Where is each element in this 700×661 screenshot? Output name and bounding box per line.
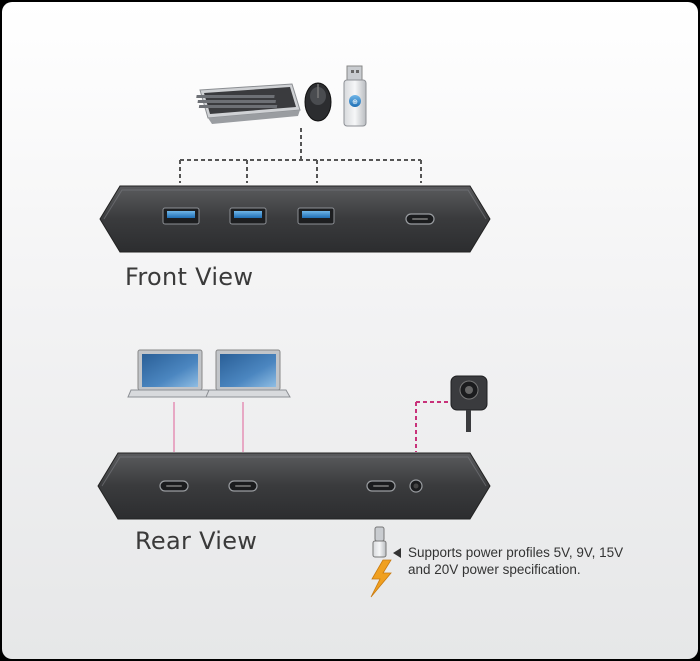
- keyboard-icon: [196, 83, 301, 124]
- usb-a-port-2: [229, 207, 267, 225]
- power-note: Supports power profiles 5V, 9V, 15V and …: [408, 544, 658, 578]
- usb-c-plug-icon: [372, 526, 387, 558]
- audio-jack-port: [409, 479, 423, 493]
- usb-flash-drive-icon: ⊕: [343, 65, 367, 127]
- laptop-icon: [127, 349, 213, 398]
- webcam-icon: [450, 375, 488, 432]
- usb-c-port-front: [405, 213, 435, 225]
- usb-c-port-rear-1: [159, 480, 189, 492]
- front-connection-lines: [179, 128, 422, 183]
- front-device-body: [99, 185, 491, 253]
- svg-text:⊕: ⊕: [352, 98, 358, 106]
- power-note-line-1: Supports power profiles 5V, 9V, 15V: [408, 545, 624, 560]
- rear-device-body: [97, 452, 491, 520]
- usb-a-port-3: [297, 207, 335, 225]
- lightning-icon: [370, 559, 392, 598]
- rear-view-label: Rear View: [135, 527, 258, 555]
- usb-a-port-1: [162, 207, 200, 225]
- laptop-connection-lines: [173, 402, 244, 452]
- webcam-connection-line: [415, 401, 448, 452]
- usb-c-port-rear-power: [366, 480, 396, 492]
- laptop-icon-2: [205, 349, 291, 398]
- usb-c-port-rear-2: [228, 480, 258, 492]
- power-note-line-2: and 20V power specification.: [408, 562, 581, 577]
- mouse-icon: [304, 82, 332, 122]
- front-view-label: Front View: [125, 263, 254, 291]
- note-pointer-arrow-icon: [393, 548, 401, 558]
